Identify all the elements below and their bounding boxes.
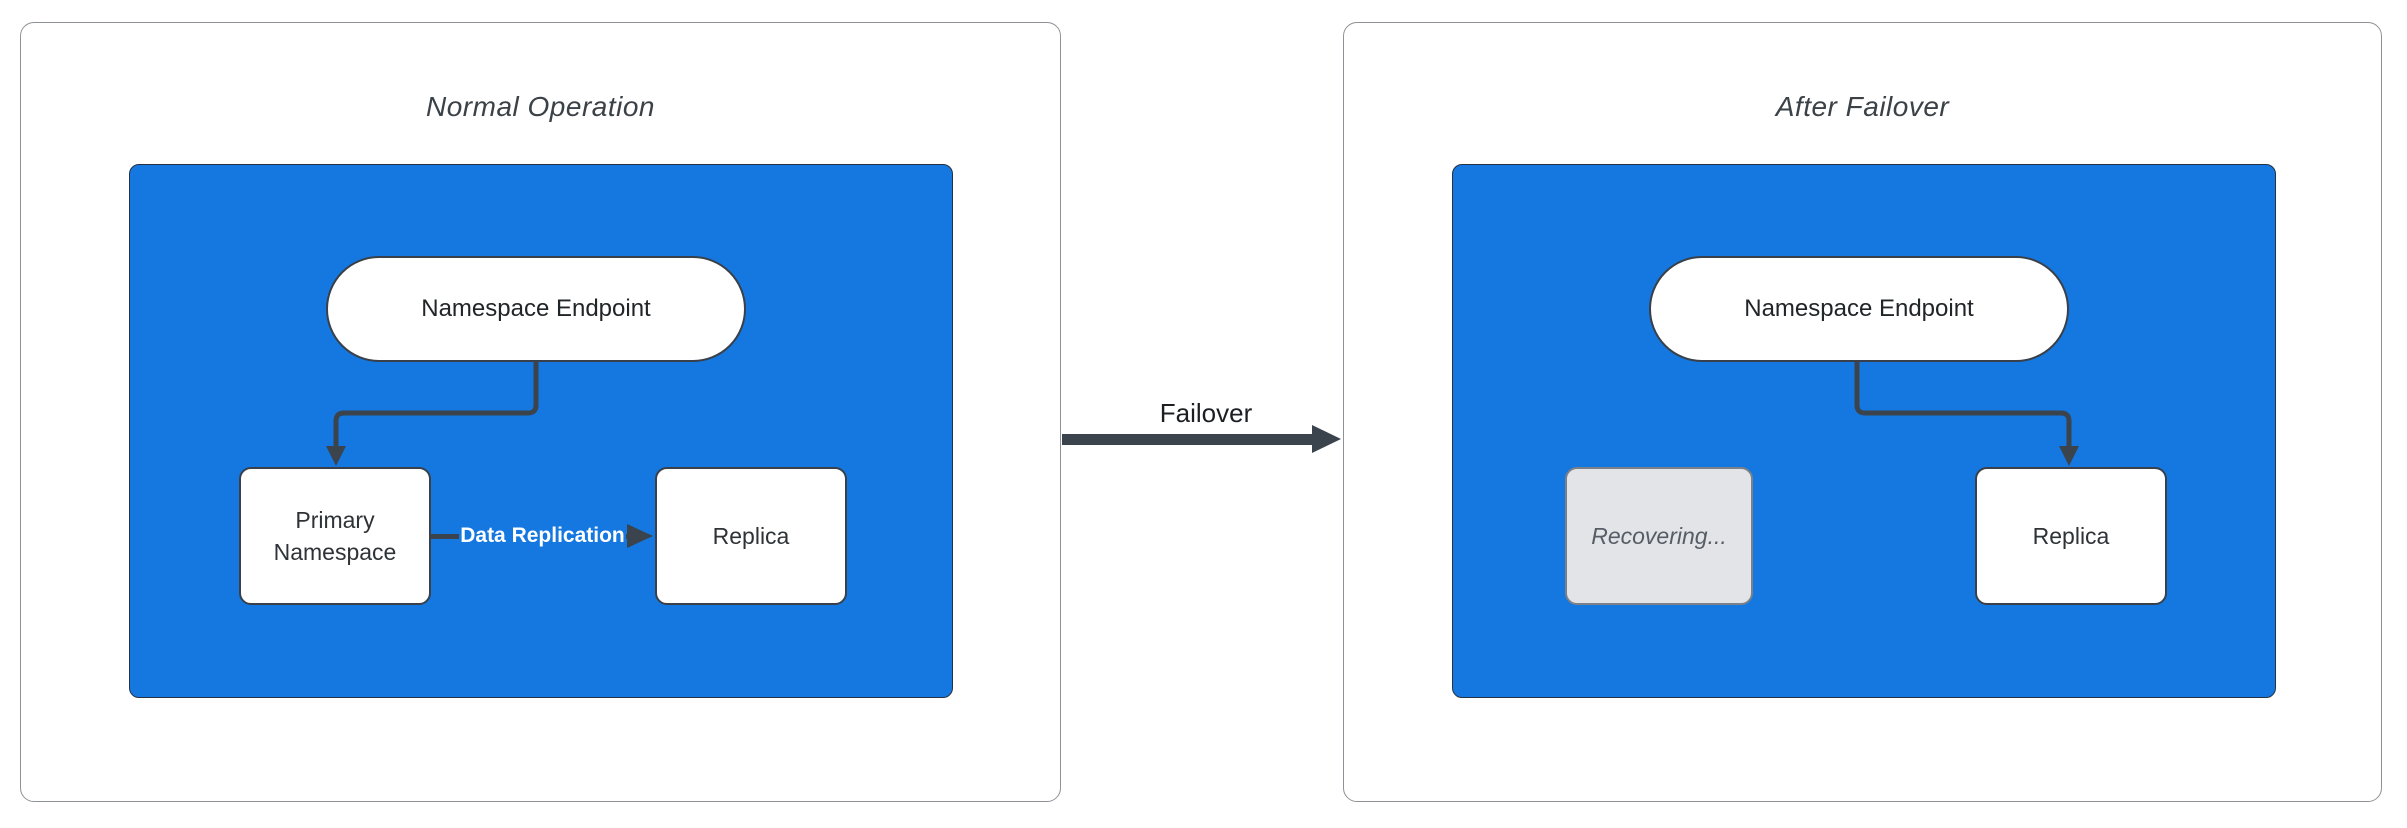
failover-arrow-line xyxy=(1062,434,1314,445)
primary-namespace-node: Primary Namespace xyxy=(239,467,431,605)
arrowhead-icon xyxy=(1312,425,1341,453)
recovering-label: Recovering... xyxy=(1591,522,1727,549)
endpoint-to-replica-connector xyxy=(1854,362,2079,466)
failover-label: Failover xyxy=(1159,398,1253,428)
replica-label: Replica xyxy=(712,522,790,549)
namespace-endpoint-node: Namespace Endpoint xyxy=(1649,256,2069,362)
replica-label: Replica xyxy=(2032,522,2110,549)
replica-node: Replica xyxy=(655,467,847,605)
namespace-endpoint-label: Namespace Endpoint xyxy=(1744,295,1974,322)
data-replication-label: Data Replication xyxy=(459,521,626,551)
namespace-endpoint-label: Namespace Endpoint xyxy=(421,295,651,322)
panel-title-after-failover: After Failover xyxy=(1775,91,1950,122)
primary-namespace-label: Primary Namespace xyxy=(273,506,397,565)
panel-title-normal-operation: Normal Operation xyxy=(426,91,655,122)
arrowhead-icon xyxy=(627,524,653,548)
panel-normal-operation: Normal Operation Namespace Endpoint Prim… xyxy=(20,22,1061,802)
arrowhead-icon xyxy=(2059,446,2079,466)
replica-node: Replica xyxy=(1975,467,2167,605)
endpoint-to-primary-connector xyxy=(326,362,539,466)
recovering-node: Recovering... xyxy=(1565,467,1753,605)
namespace-group-failover: Namespace Endpoint Recovering... Replica xyxy=(1452,164,2276,698)
panel-after-failover: After Failover Namespace Endpoint Recove… xyxy=(1343,22,2382,802)
namespace-group-normal: Namespace Endpoint Primary Namespace Dat… xyxy=(129,164,953,698)
namespace-endpoint-node: Namespace Endpoint xyxy=(326,256,746,362)
arrowhead-icon xyxy=(326,446,346,466)
